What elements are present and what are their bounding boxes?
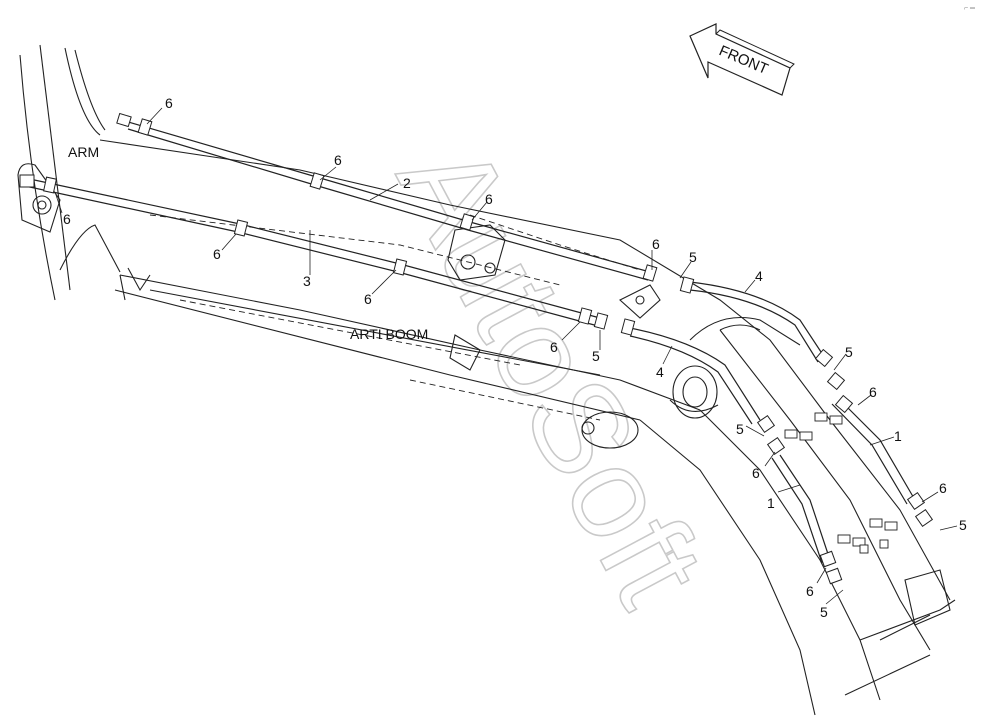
callout-4: 4 [656,364,664,380]
callout-2: 2 [403,175,411,191]
callout-5: 5 [820,604,828,620]
callout-5: 5 [592,348,600,364]
hose-4-lower [629,327,761,425]
upper-bracket [447,224,661,371]
callout-6: 6 [806,583,814,599]
callout-6: 6 [485,191,493,207]
hose-4-upper [689,281,826,363]
callout-6: 6 [752,465,760,481]
callout-6: 6 [550,339,558,355]
boom-plates [784,412,898,554]
callout-6: 6 [334,152,342,168]
callout-3: 3 [303,273,311,289]
hose-3 [24,177,601,327]
callout-5: 5 [845,344,853,360]
callout-6: 6 [213,246,221,262]
callout-6: 6 [939,480,947,496]
clamp-fittings [19,112,934,585]
callout-5: 5 [736,421,744,437]
callout-1: 1 [767,495,775,511]
arm-pivot [17,163,61,233]
hose-2 [124,120,651,281]
callout-4: 4 [755,268,763,284]
arti-boom-label: ARTI BOOM [350,326,428,342]
hose-1-left [771,454,831,564]
callout-5: 5 [689,249,697,265]
callout-labels: 6 6 6 2 6 6 3 6 6 5 4 6 5 4 5 6 5 1 6 1 … [63,95,967,620]
callout-5: 5 [959,517,967,533]
boom-lower-pivot [581,411,639,449]
front-direction-arrow: FRONT [689,23,795,96]
callout-6: 6 [364,291,372,307]
leader-lines [55,107,958,605]
callout-1: 1 [894,428,902,444]
callout-6: 6 [63,211,71,227]
boom-pivot-pin [669,365,719,419]
callout-6: 6 [652,236,660,252]
watermark: AutoSoft [370,118,733,627]
corner-mark: ⌐ ═ [964,5,975,12]
callout-6: 6 [869,384,877,400]
hose-1-right [831,399,916,505]
arm-label: ARM [68,144,99,160]
callout-6: 6 [165,95,173,111]
